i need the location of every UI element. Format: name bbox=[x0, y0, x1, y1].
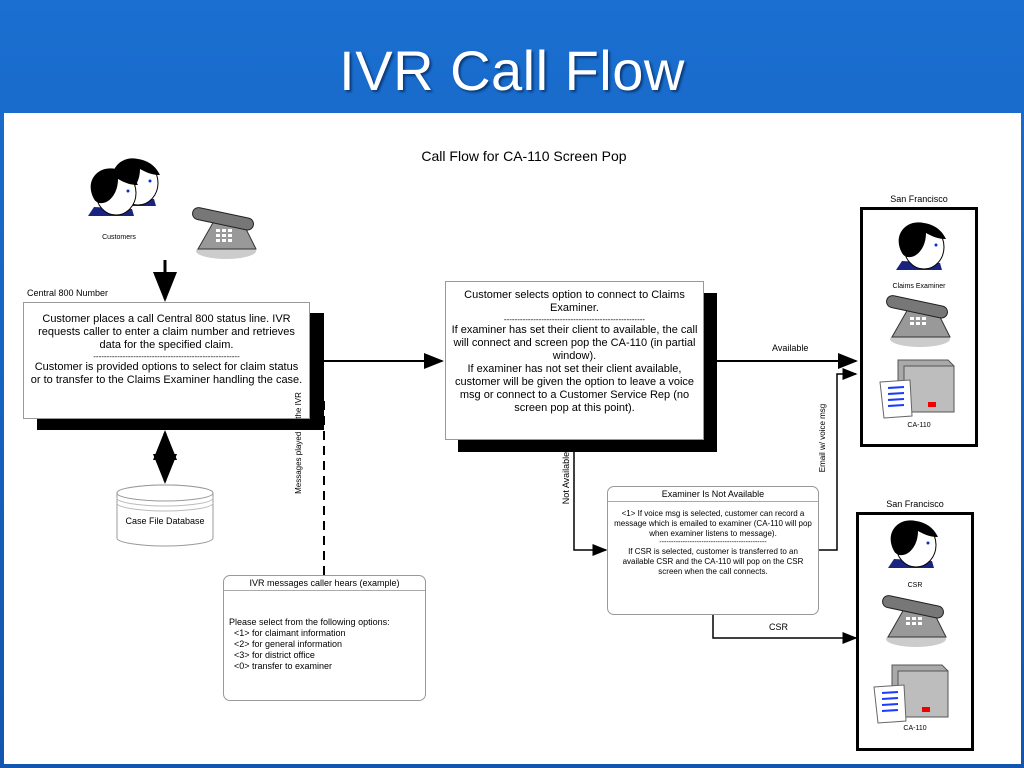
database-icon bbox=[116, 484, 214, 547]
arrow-email bbox=[819, 368, 858, 551]
option-box: Customer selects option to connect to Cl… bbox=[445, 281, 704, 440]
option-text1: Customer selects option to connect to Cl… bbox=[464, 289, 685, 314]
central-text2: Customer is provided options to select f… bbox=[30, 361, 303, 386]
central-text: Customer places a call Central 800 statu… bbox=[38, 313, 295, 351]
not-available-box: Examiner Is Not Available <1> If voice m… bbox=[607, 486, 819, 615]
ivr-option: <1> for claimant information bbox=[234, 628, 346, 638]
customers-label: Customers bbox=[102, 234, 136, 241]
examiner-phone-icon bbox=[886, 295, 951, 347]
central-divider: ----------------------------------------… bbox=[93, 352, 240, 361]
available-label: Available bbox=[772, 343, 809, 353]
csr-avatar-icon bbox=[888, 520, 938, 568]
sf1-person: Claims Examiner bbox=[892, 283, 946, 290]
ivr-messages-box: IVR messages caller hears (example) Plea… bbox=[223, 575, 426, 701]
sf1-screen: CA-110 bbox=[907, 422, 931, 429]
csr-phone-icon bbox=[882, 595, 947, 647]
db-label: Case File Database bbox=[125, 516, 205, 526]
na-text1: <1> If voice msg is selected, customer c… bbox=[614, 509, 812, 538]
sf1-location: San Francisco bbox=[890, 194, 948, 204]
na-divider: ----------------------------------------… bbox=[659, 539, 767, 546]
sf2-person: CSR bbox=[907, 582, 923, 589]
arrow-csr bbox=[712, 615, 858, 644]
sf2-screen: CA-110 bbox=[903, 725, 927, 732]
ivr-option: <2> for general information bbox=[234, 639, 343, 649]
customers-icon bbox=[88, 158, 160, 216]
option-divider: ----------------------------------------… bbox=[503, 315, 646, 324]
option-text2: If examiner has set their client to avai… bbox=[451, 324, 698, 362]
na-text2: If CSR is selected, customer is transfer… bbox=[622, 547, 804, 576]
central-box: Customer places a call Central 800 statu… bbox=[23, 302, 310, 419]
csr-computer-icon bbox=[873, 664, 949, 724]
central-label: Central 800 Number bbox=[27, 288, 109, 298]
ivr-intro: Please select from the following options… bbox=[229, 617, 390, 627]
phone-icon bbox=[192, 207, 257, 259]
diagram-canvas: Call Flow for CA-110 Screen Pop Customer… bbox=[4, 113, 1021, 764]
examiner-computer-icon bbox=[879, 359, 955, 419]
ivr-options: <1> for claimant information <2> for gen… bbox=[224, 628, 425, 672]
csr-arrow-label: CSR bbox=[769, 622, 789, 632]
ivr-option: <3> for district office bbox=[234, 650, 315, 660]
na-title: Examiner Is Not Available bbox=[608, 487, 818, 502]
diagram-title: Call Flow for CA-110 Screen Pop bbox=[421, 148, 627, 164]
sf2-location: San Francisco bbox=[886, 499, 944, 509]
connectors bbox=[116, 260, 858, 644]
slide-title: IVR Call Flow bbox=[339, 39, 685, 102]
ivr-title: IVR messages caller hears (example) bbox=[224, 576, 425, 591]
option-text3: If examiner has not set their client ava… bbox=[454, 363, 695, 414]
ivr-option: <0> transfer to examiner bbox=[234, 661, 333, 671]
examiner-avatar-icon bbox=[896, 222, 946, 270]
arrow-not-available bbox=[573, 443, 608, 556]
